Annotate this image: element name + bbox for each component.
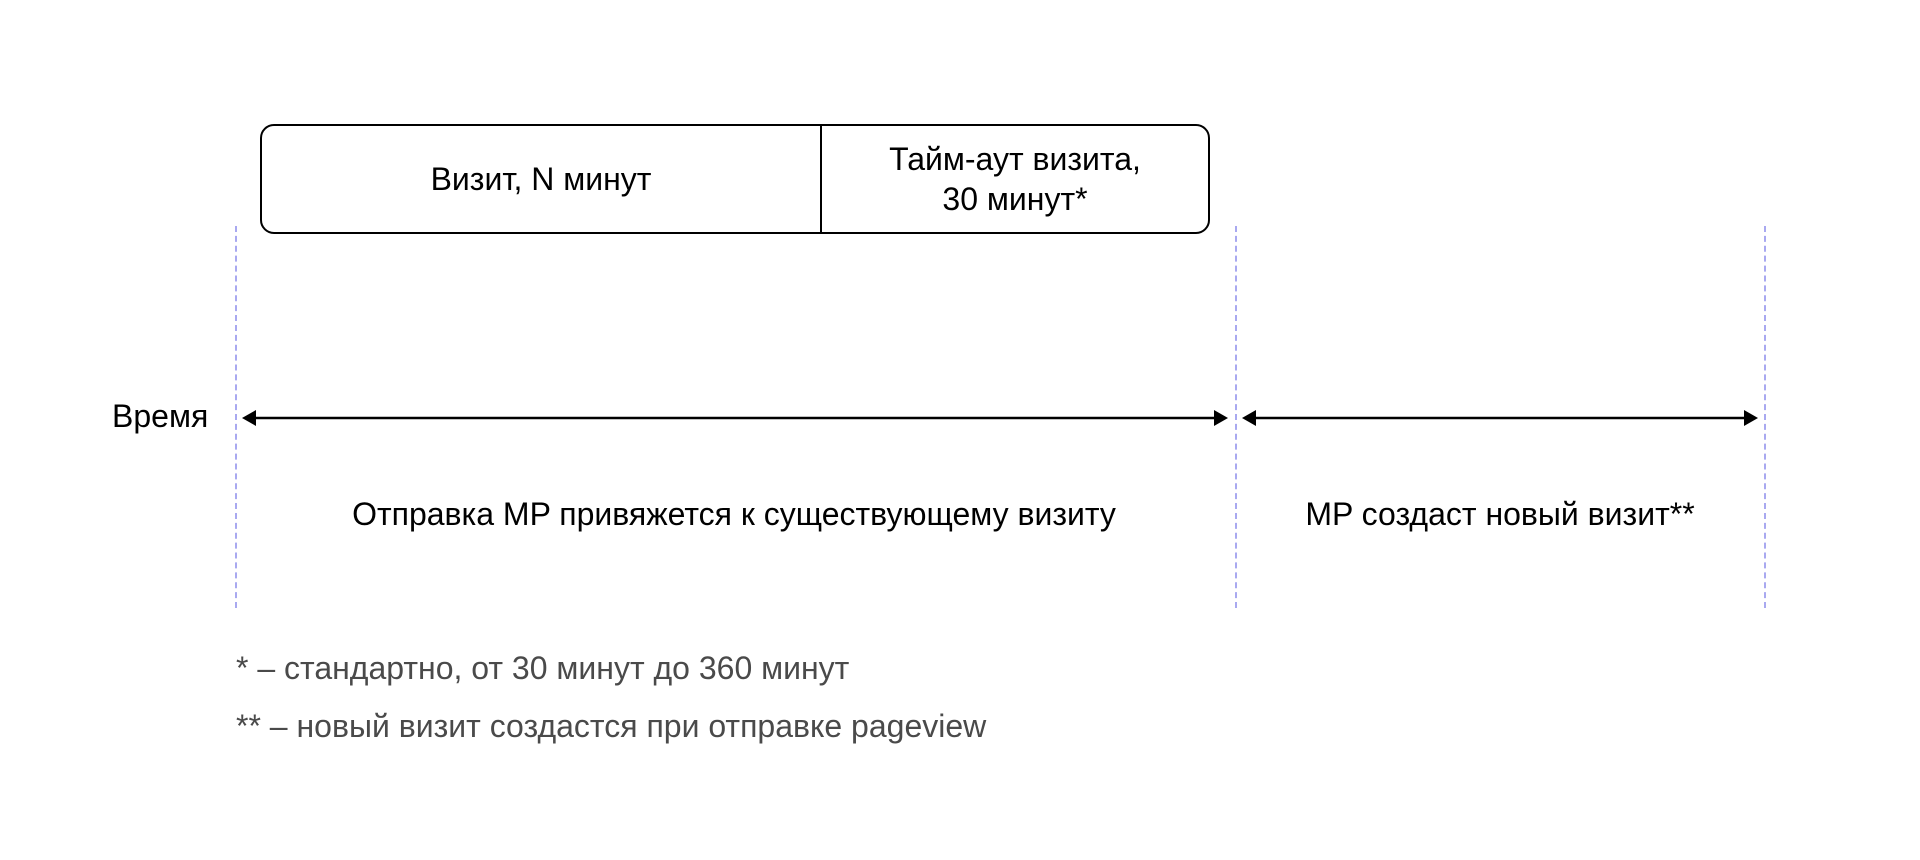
visit-duration-cell: Визит, N минут bbox=[262, 126, 822, 232]
visit-box: Визит, N минут Тайм-аут визита, 30 минут… bbox=[260, 124, 1210, 234]
arrow-head-left-icon bbox=[1242, 410, 1256, 426]
arrow-head-right-icon bbox=[1744, 410, 1758, 426]
existing-visit-caption: Отправка MP привяжется к существующему в… bbox=[352, 496, 1116, 532]
footnote-new-visit: ** – новый визит создастся при отправке … bbox=[236, 708, 987, 744]
new-visit-arrow bbox=[1242, 410, 1758, 426]
existing-visit-arrow bbox=[242, 410, 1228, 426]
arrow-head-right-icon bbox=[1214, 410, 1228, 426]
guide-line-timeout-end bbox=[1235, 226, 1237, 608]
new-visit-caption: MP создаст новый визит** bbox=[1305, 496, 1695, 532]
visit-duration-label: Визит, N минут bbox=[430, 161, 652, 197]
visit-timeout-cell: Тайм-аут визита, 30 минут* bbox=[822, 126, 1208, 232]
arrow-head-left-icon bbox=[242, 410, 256, 426]
guide-line-start bbox=[235, 226, 237, 608]
guide-line-end bbox=[1764, 226, 1766, 608]
time-axis-label: Время bbox=[112, 398, 209, 434]
visit-timeout-label: Тайм-аут визита, 30 минут* bbox=[889, 141, 1141, 217]
footnote-timeout: * – стандартно, от 30 минут до 360 минут bbox=[236, 650, 850, 686]
